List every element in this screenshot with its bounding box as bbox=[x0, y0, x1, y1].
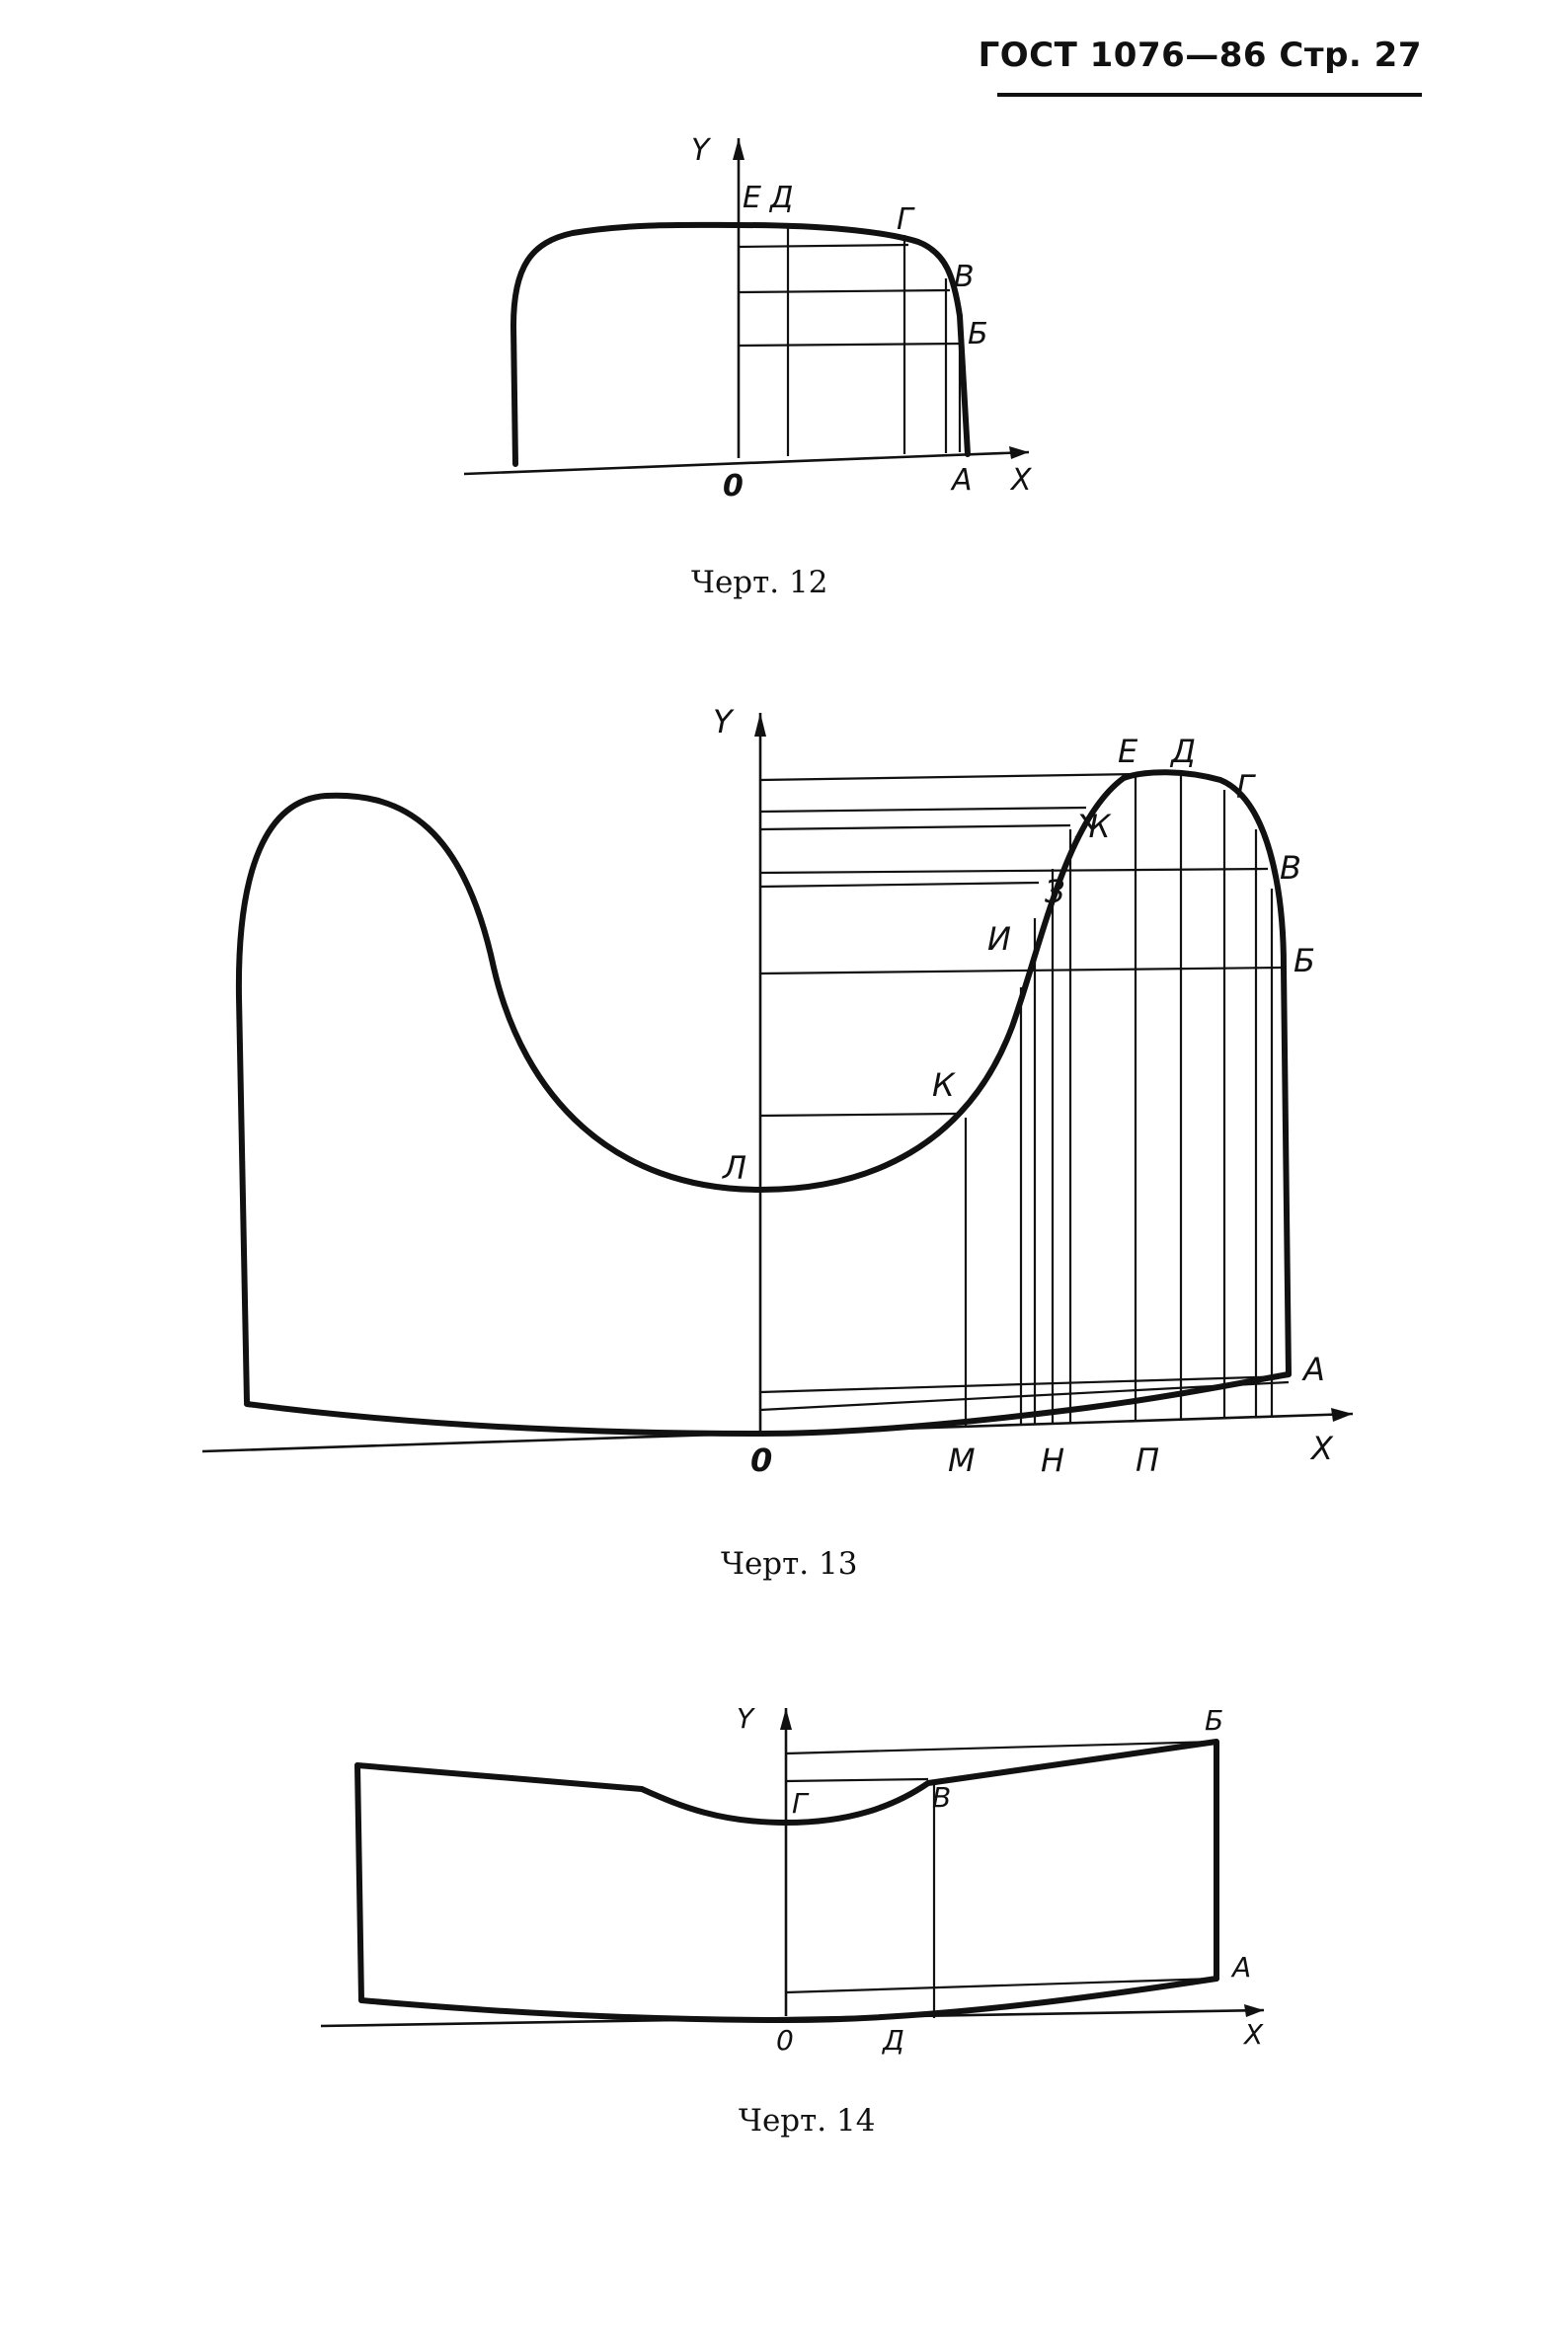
profile-curve bbox=[510, 221, 971, 467]
point-label: Н bbox=[1041, 1441, 1064, 1479]
point-label: А bbox=[1301, 1351, 1325, 1388]
point-label: З bbox=[1045, 873, 1065, 910]
grid-line bbox=[759, 772, 1137, 782]
point-label: В bbox=[932, 1781, 951, 1814]
figure-14: Y X 0 Б Г В А Д bbox=[0, 1688, 1568, 2083]
figure-13-caption: Черт. 13 bbox=[721, 1546, 858, 1582]
left-edge bbox=[354, 1762, 364, 2003]
point-label: А bbox=[1230, 1951, 1251, 1984]
point-label: А bbox=[950, 463, 973, 498]
x-axis-arrow bbox=[1009, 446, 1029, 459]
grid-line bbox=[759, 1374, 1290, 1394]
grid-line bbox=[759, 1380, 1290, 1412]
grid-line bbox=[785, 1740, 1217, 1755]
x-axis-arrow bbox=[1331, 1408, 1353, 1422]
figure-14-drawing: Y X 0 Б Г В А Д bbox=[320, 1702, 1265, 2057]
grid-line bbox=[759, 1112, 957, 1118]
point-label: И bbox=[987, 920, 1011, 958]
point-label: Д bbox=[1169, 733, 1196, 770]
point-label: В bbox=[954, 260, 975, 294]
grid-line bbox=[759, 966, 1283, 975]
grid-line bbox=[738, 342, 963, 348]
figure-13-drawing: Y X 0 Е Д Г Ж В З И Б К Л А М Н П bbox=[201, 703, 1354, 1479]
point-label: Б bbox=[1205, 1704, 1223, 1737]
y-axis-arrow bbox=[780, 1708, 792, 1730]
header-rule bbox=[997, 93, 1422, 97]
bottom-curve bbox=[244, 1371, 1292, 1437]
x-axis-label: X bbox=[1309, 1430, 1334, 1467]
point-label: Г bbox=[1236, 768, 1256, 806]
grid-line bbox=[785, 1977, 1217, 1994]
figure-12-caption: Черт. 12 bbox=[691, 565, 828, 600]
point-label: Б bbox=[968, 317, 988, 351]
figure-12-drawing: Y X 0 Е Д Г В Б А bbox=[463, 133, 1033, 504]
grid-line bbox=[759, 867, 1269, 875]
y-axis-label: Y bbox=[713, 703, 735, 740]
header-text: ГОСТ 1076—86 Стр. 27 bbox=[978, 36, 1422, 75]
point-label: Ж bbox=[1074, 808, 1112, 845]
grid-line bbox=[759, 823, 1071, 831]
figure-12: Y X 0 Е Д Г В Б А bbox=[0, 118, 1568, 533]
profile-curve bbox=[354, 1739, 1219, 1982]
grid-line bbox=[759, 806, 1087, 814]
grid-line bbox=[785, 1777, 929, 1783]
origin-label: 0 bbox=[776, 2024, 794, 2057]
y-axis-label: Y bbox=[691, 133, 712, 168]
point-label: Д bbox=[881, 2024, 904, 2057]
point-label: Г bbox=[897, 202, 915, 237]
y-axis-arrow bbox=[733, 138, 745, 160]
point-label: М bbox=[948, 1441, 976, 1479]
point-label: Б bbox=[1294, 942, 1315, 979]
point-label: Д bbox=[768, 181, 793, 215]
profile-curve bbox=[235, 769, 1292, 1405]
x-axis-label: X bbox=[1009, 463, 1033, 498]
point-label: Г bbox=[792, 1787, 810, 1820]
point-label: Е bbox=[743, 181, 761, 215]
bottom-curve bbox=[358, 1976, 1219, 2023]
point-label: Л bbox=[722, 1149, 746, 1187]
x-axis-arrow bbox=[1244, 2004, 1264, 2017]
point-label: Е bbox=[1118, 733, 1138, 770]
grid-line bbox=[759, 881, 1040, 889]
y-axis-arrow bbox=[754, 713, 766, 737]
x-axis-label: X bbox=[1242, 2018, 1264, 2051]
origin-label: 0 bbox=[750, 1441, 772, 1479]
y-axis-label: Y bbox=[737, 1702, 755, 1735]
point-label: К bbox=[932, 1066, 956, 1104]
point-label: В bbox=[1280, 849, 1301, 887]
figure-14-caption: Черт. 14 bbox=[739, 2103, 876, 2139]
grid-line bbox=[738, 288, 951, 294]
x-axis bbox=[463, 450, 1030, 476]
point-label: П bbox=[1136, 1441, 1159, 1479]
grid-line bbox=[738, 243, 909, 249]
page-header: ГОСТ 1076—86 Стр. 27 bbox=[979, 36, 1422, 97]
origin-label: 0 bbox=[723, 469, 744, 504]
figure-13: Y X 0 Е Д Г Ж В З И Б К Л А М Н П bbox=[0, 691, 1568, 1501]
